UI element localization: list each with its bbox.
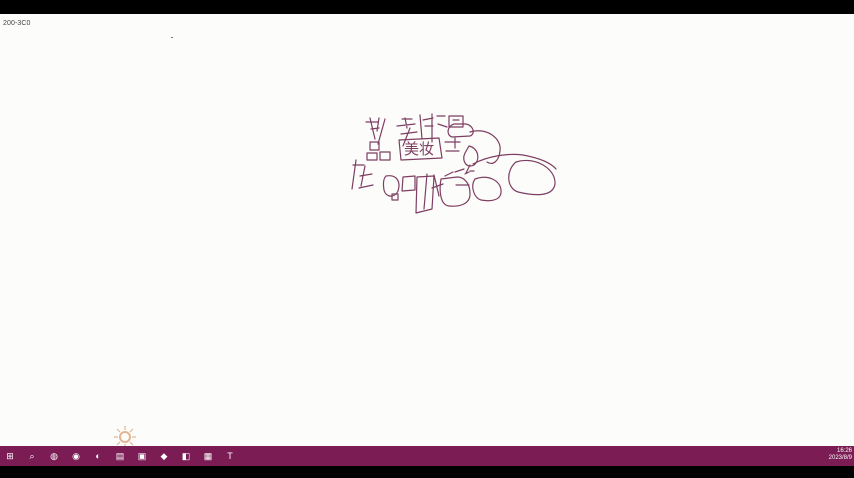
edit-app-icon[interactable]: ▣ — [137, 451, 147, 461]
circle-app-icon[interactable]: ◉ — [72, 451, 80, 461]
browser-app-icon[interactable]: ◆ — [160, 451, 168, 461]
top-black-bar — [0, 0, 854, 14]
sketch-text-meizhuang: 美妆 — [404, 140, 434, 158]
clock-time: 16:26 — [836, 448, 852, 454]
tool-app-icon[interactable]: ◐ — [95, 451, 101, 461]
media-app-icon[interactable]: ◍ — [50, 451, 58, 461]
clock-date: 2023/8/9 — [828, 455, 852, 461]
canvas-dot — [171, 37, 173, 38]
freehand-sketch: 美妆 — [351, 113, 557, 214]
search-icon[interactable]: ⌕ — [29, 451, 35, 461]
start-menu-icon[interactable]: ⊞ — [6, 451, 14, 461]
bottom-black-bar — [0, 466, 854, 478]
taskbar: ⊞ ⌕ ◍ ◉ ◐ ▤ ▣ ◆ ◧ ▦ T 16:26 2023/8/9 — [0, 446, 854, 466]
grid-app-icon[interactable]: ▦ — [203, 451, 213, 461]
system-clock[interactable]: 16:26 2023/8/9 — [800, 448, 852, 462]
corner-label: 200-3C0 — [3, 20, 31, 27]
text-app-icon[interactable]: T — [227, 451, 233, 461]
photo-app-icon[interactable]: ◧ — [181, 451, 191, 461]
drawing-canvas[interactable]: 200-3C0 美妆 — [0, 14, 854, 446]
document-app-icon[interactable]: ▤ — [115, 451, 125, 461]
